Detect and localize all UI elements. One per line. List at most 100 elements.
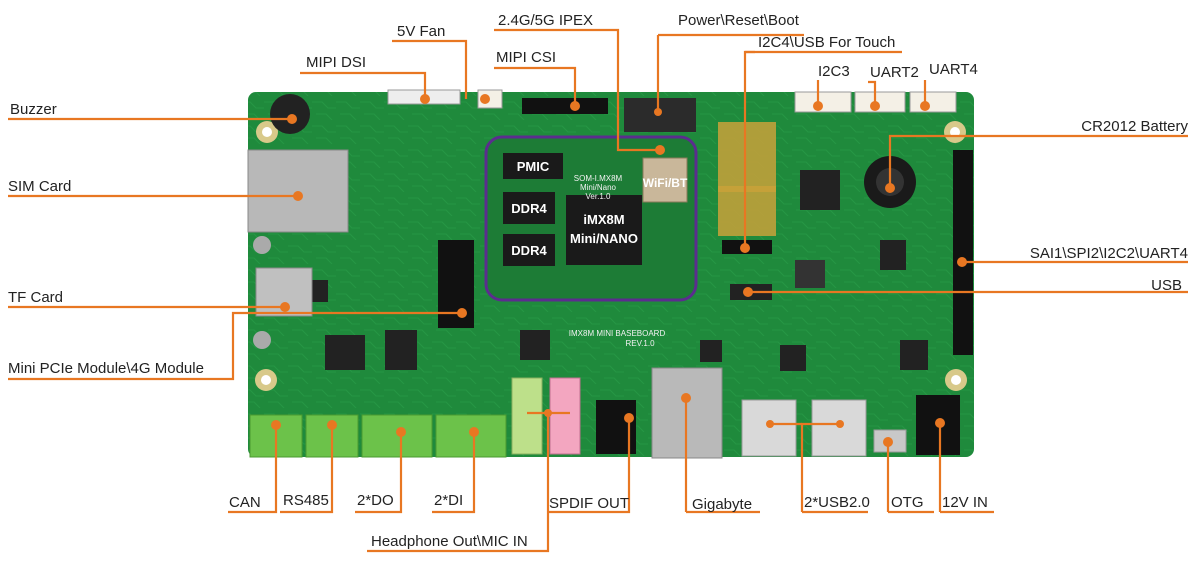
dot-usb bbox=[743, 287, 753, 297]
soc-label-line2: Mini/NANO bbox=[570, 231, 638, 246]
leader-dsi bbox=[300, 71, 427, 99]
dot-touch bbox=[740, 243, 750, 253]
leader-pcie bbox=[8, 311, 462, 381]
label-sim-card: SIM Card bbox=[8, 178, 71, 195]
label-sai1: SAI1\SPI2\I2C2\UART4 bbox=[1030, 245, 1188, 262]
mini-pcie-slot bbox=[438, 240, 474, 328]
label-mipi-dsi: MIPI DSI bbox=[306, 54, 366, 71]
dot-sim bbox=[293, 191, 303, 201]
leader-spdif bbox=[548, 418, 631, 514]
copper-pad bbox=[718, 122, 776, 192]
mic-jack bbox=[549, 377, 581, 455]
uart4-connector bbox=[909, 91, 957, 113]
leader-dots bbox=[271, 94, 967, 447]
label-mini-pcie: Mini PCIe Module\4G Module bbox=[8, 360, 204, 377]
leader-headphone bbox=[367, 413, 550, 553]
usb-port-a bbox=[741, 399, 797, 457]
ic-chip bbox=[800, 170, 840, 210]
dot-rs485 bbox=[327, 420, 337, 430]
dot-otg bbox=[883, 437, 893, 447]
button-cap bbox=[253, 331, 271, 349]
wifi-label: WiFi/BT bbox=[643, 176, 688, 190]
headphone-jack bbox=[511, 377, 543, 455]
label-headphone: Headphone Out\MIC IN bbox=[371, 533, 528, 550]
som-silk-3: Ver.1.0 bbox=[586, 192, 611, 201]
dot-di bbox=[469, 427, 479, 437]
leader-di bbox=[432, 432, 476, 514]
label-i2c4-usb-touch: I2C4\USB For Touch bbox=[758, 34, 895, 51]
label-12v-in: 12V IN bbox=[942, 494, 988, 511]
pmic-chip bbox=[503, 153, 563, 179]
label-i2c3: I2C3 bbox=[818, 63, 850, 80]
usb-port-b bbox=[811, 399, 867, 457]
som-module: PMIC DDR4 DDR4 iMX8M Mini/NANO WiFi/BT S… bbox=[484, 135, 698, 302]
dot-spdif bbox=[624, 413, 634, 423]
dot-12v bbox=[935, 418, 945, 428]
label-ipex: 2.4G/5G IPEX bbox=[498, 12, 593, 29]
soc-chip bbox=[566, 195, 642, 265]
label-uart2: UART2 bbox=[870, 64, 919, 81]
dot-gigabyte bbox=[681, 393, 691, 403]
ic-chip bbox=[325, 335, 365, 370]
label-spdif: SPDIF OUT bbox=[549, 495, 629, 512]
mipi-csi-connector bbox=[522, 98, 608, 114]
ddr4-label-b: DDR4 bbox=[511, 243, 547, 258]
leader-do bbox=[355, 432, 403, 514]
callout-labels: Buzzer SIM Card TF Card Mini PCIe Module… bbox=[8, 12, 1188, 550]
pmic-label: PMIC bbox=[517, 159, 550, 174]
ic-chip bbox=[385, 330, 417, 370]
ic-chip bbox=[700, 340, 722, 362]
buzzer bbox=[270, 94, 310, 134]
ddr4-chip-a bbox=[503, 192, 555, 224]
label-mipi-csi: MIPI CSI bbox=[496, 49, 556, 66]
label-cr2012: CR2012 Battery bbox=[1081, 118, 1188, 135]
copper-pad bbox=[718, 186, 776, 236]
label-usb: USB bbox=[1151, 277, 1182, 294]
dot-ipex bbox=[655, 145, 665, 155]
label-gigabyte: Gigabyte bbox=[692, 496, 752, 513]
label-buzzer: Buzzer bbox=[10, 101, 57, 118]
button-cap bbox=[253, 236, 271, 254]
dot-usb20-b bbox=[836, 420, 844, 428]
leader-fan bbox=[392, 39, 468, 99]
dot-do bbox=[396, 427, 406, 437]
label-fan: 5V Fan bbox=[397, 23, 445, 40]
som-silk-2: Mini/Nano bbox=[580, 183, 617, 192]
top-connectors bbox=[387, 89, 957, 300]
do-terminal bbox=[361, 414, 433, 458]
leader-lines bbox=[8, 28, 1188, 553]
dot-pcie bbox=[457, 308, 467, 318]
gpio-header bbox=[953, 150, 973, 355]
dot-csi bbox=[570, 101, 580, 111]
ic-chip bbox=[880, 240, 906, 270]
dot-buzzer bbox=[287, 114, 297, 124]
dot-headphone bbox=[544, 409, 552, 417]
label-di: 2*DI bbox=[434, 492, 463, 509]
ic-chip bbox=[780, 345, 806, 371]
leader-uart2 bbox=[868, 80, 877, 106]
dot-tf bbox=[280, 302, 290, 312]
dot-uart2 bbox=[870, 101, 880, 111]
baseboard-silk: IMX8M MINI BASEBOARD bbox=[569, 329, 666, 338]
i2c3-connector bbox=[794, 91, 852, 113]
label-power-reset-boot: Power\Reset\Boot bbox=[678, 12, 800, 29]
inductor bbox=[795, 260, 825, 288]
leader-can bbox=[228, 425, 278, 514]
dot-usb20-a bbox=[766, 420, 774, 428]
dot-fan bbox=[480, 94, 490, 104]
label-otg: OTG bbox=[891, 494, 924, 511]
leader-battery bbox=[888, 134, 1188, 188]
rev-silk: REV.1.0 bbox=[625, 339, 655, 348]
dot-sai bbox=[957, 257, 967, 267]
label-rs485: RS485 bbox=[283, 492, 329, 509]
leader-rs485 bbox=[280, 425, 334, 514]
uart2-connector bbox=[854, 91, 906, 113]
label-usb20: 2*USB2.0 bbox=[804, 494, 870, 511]
dot-battery bbox=[885, 183, 895, 193]
leader-csi bbox=[494, 66, 577, 106]
label-can: CAN bbox=[229, 494, 261, 511]
leader-ipex bbox=[494, 28, 660, 152]
dot-i2c3 bbox=[813, 101, 823, 111]
